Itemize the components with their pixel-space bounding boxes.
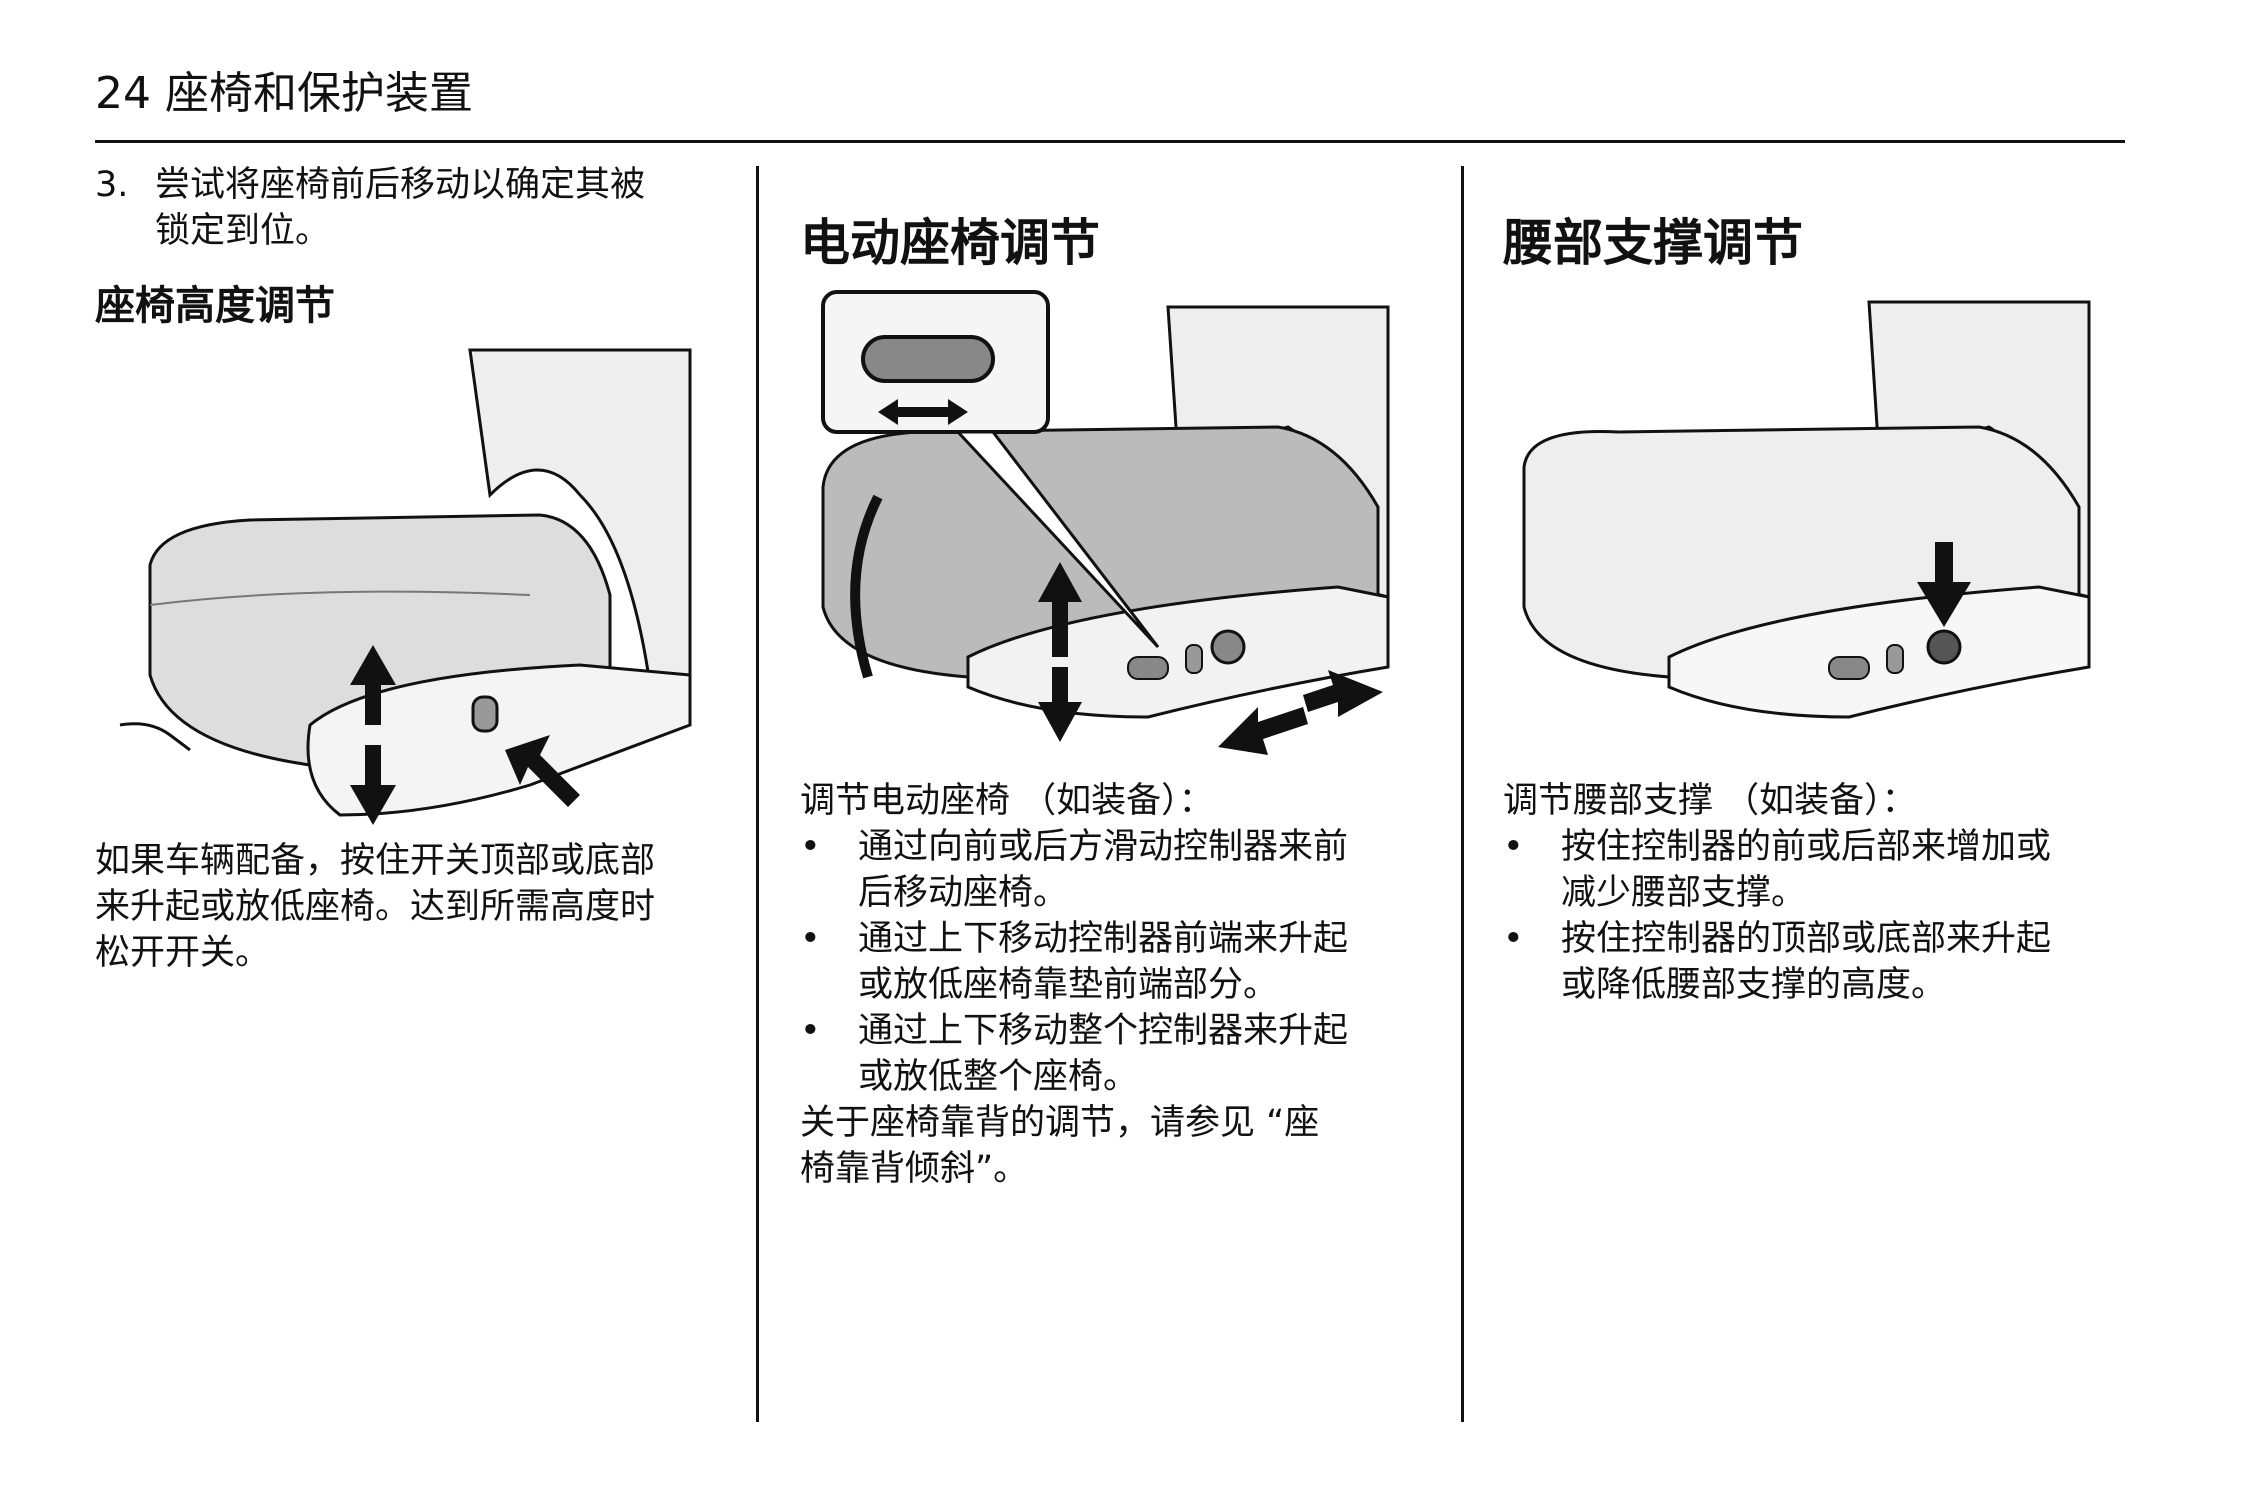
pointer-arrow-icon: [505, 735, 580, 807]
header-rule: [95, 140, 2125, 143]
list-item: • 按住控制器的顶部或底部来升起或降低腰部支撑的高度。: [1503, 916, 2123, 1008]
bullet: •: [800, 919, 821, 959]
step-3: 3. 尝试将座椅前后移动以确定其被 锁定到位。: [95, 162, 715, 254]
seat-height-heading: 座椅高度调节: [95, 283, 335, 329]
list-item: • 通过上下移动控制器前端来升起或放低座椅靠垫前端部分。: [800, 916, 1420, 1008]
bullet-text: 通过上下移动控制器前端来升起: [858, 919, 1349, 959]
note-line: 椅靠背倾斜”。: [800, 1149, 1029, 1189]
bullet-text: 或放低座椅靠垫前端部分。: [858, 965, 1279, 1005]
up-down-arrow-icon: [1038, 562, 1082, 742]
intro: 调节腰部支撑 （如装备）：: [1503, 781, 1917, 821]
note-line: 关于座椅靠背的调节，请参见 “座: [800, 1103, 1320, 1143]
column-divider: [756, 166, 759, 1422]
seat-height-illustration: [119, 348, 692, 825]
bullet-text: 或降低腰部支撑的高度。: [1561, 965, 1947, 1005]
column-divider: [1461, 166, 1464, 1422]
paragraph-line: 如果车辆配备，按住开关顶部或底部: [95, 841, 656, 881]
lumbar-text: 调节腰部支撑 （如装备）： • 按住控制器的前或后部来增加或减少腰部支撑。 • 按住…: [1503, 778, 2123, 1008]
fore-aft-arrow-icon: [1218, 670, 1383, 755]
lumbar-heading: 腰部支撑调节: [1503, 214, 1803, 272]
tilt-arrow-icon: [850, 494, 883, 679]
bullet: •: [800, 1011, 821, 1051]
bullet-text: 通过向前或后方滑动控制器来前: [858, 827, 1349, 867]
list-item: • 通过上下移动整个控制器来升起或放低整个座椅。: [800, 1008, 1420, 1100]
fore-aft-arrow-icon: [878, 399, 968, 425]
intro: 调节电动座椅 （如装备）：: [800, 781, 1214, 821]
bullet-text: 后移动座椅。: [858, 873, 1069, 913]
step-text: 尝试将座椅前后移动以确定其被: [155, 165, 646, 205]
paragraph-line: 松开开关。: [95, 933, 271, 973]
step-number: 3.: [95, 165, 129, 205]
up-down-arrow-icon: [350, 645, 396, 825]
bullet: •: [800, 827, 821, 867]
seat-height-paragraph: 如果车辆配备，按住开关顶部或底部 来升起或放低座椅。达到所需高度时 松开开关。: [95, 838, 655, 976]
page-number: 24: [95, 68, 151, 119]
down-arrow-icon: [1917, 542, 1971, 627]
list-item: • 按住控制器的前或后部来增加或减少腰部支撑。: [1503, 824, 2123, 916]
page-header: 24 座椅和保护装置: [95, 64, 473, 124]
power-seat-illustration: [821, 290, 1390, 755]
lumbar-illustration: [1522, 300, 2091, 719]
power-seat-text: 调节电动座椅 （如装备）： • 通过向前或后方滑动控制器来前后移动座椅。 • 通过上…: [800, 778, 1420, 1192]
list-item: • 通过向前或后方滑动控制器来前后移动座椅。: [800, 824, 1420, 916]
bullet-text: 按住控制器的顶部或底部来升起: [1561, 919, 2052, 959]
step-text: 锁定到位。: [155, 211, 331, 251]
bullet-text: 减少腰部支撑。: [1561, 873, 1807, 913]
section-title: 座椅和保护装置: [165, 68, 473, 119]
bullet-text: 按住控制器的前或后部来增加或: [1561, 827, 2052, 867]
bullet: •: [1503, 827, 1524, 867]
bullet-text: 通过上下移动整个控制器来升起: [858, 1011, 1349, 1051]
bullet-text: 或放低整个座椅。: [858, 1057, 1139, 1097]
power-seat-heading: 电动座椅调节: [800, 214, 1100, 272]
bullet: •: [1503, 919, 1524, 959]
seat-control-switch: [861, 335, 995, 383]
paragraph-line: 来升起或放低座椅。达到所需高度时: [95, 887, 656, 927]
